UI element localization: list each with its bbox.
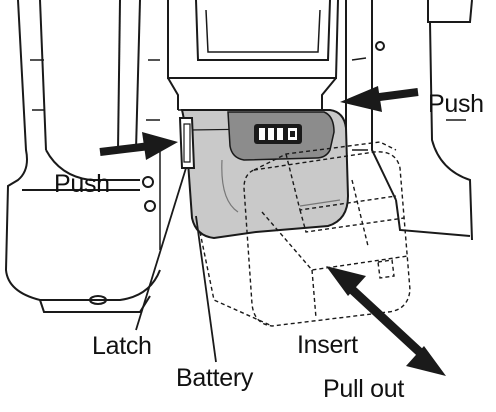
latch [180,118,194,168]
push-label-left: Push [54,172,110,197]
push-label-right: Push [428,92,484,117]
battery-installed [182,110,348,238]
right-housing [346,0,472,240]
battery-level-icon [254,124,302,144]
insert-label: Insert [297,333,358,358]
battery-label: Battery [176,366,253,391]
latch-leader [136,168,186,330]
push-arrow-right [340,86,418,112]
latch-label: Latch [92,334,152,359]
insert-pull-double-arrow [326,266,446,376]
pull-out-label: Pull out [323,377,404,402]
center-housing [168,0,338,112]
left-housing [6,0,160,312]
push-arrow-left [100,132,178,160]
